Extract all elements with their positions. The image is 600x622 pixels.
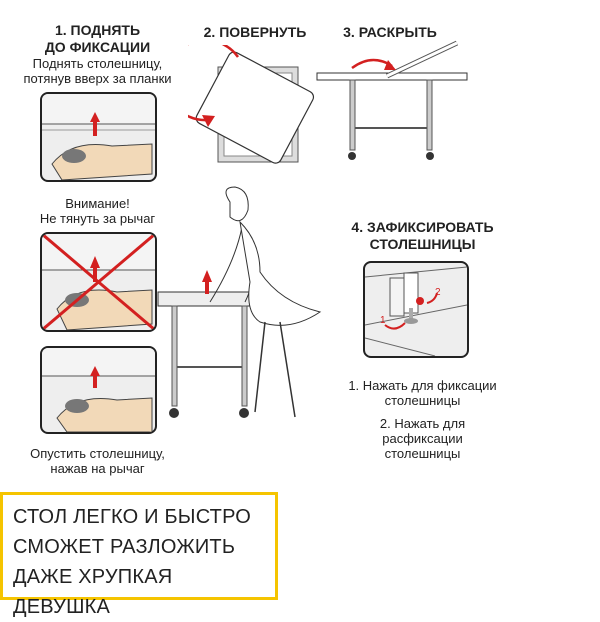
rotate-tabletop-illustration xyxy=(188,45,315,164)
step4-title-line1: 4. ЗАФИКСИРОВАТЬ xyxy=(351,219,494,235)
step4-note2: 2. Нажать для расфиксации столешницы xyxy=(330,416,515,461)
warning-text: Внимание! Не тянуть за рычаг xyxy=(10,196,185,226)
note1-line1: 1. Нажать для фиксации xyxy=(348,378,497,393)
note2-line1: 2. Нажать для xyxy=(379,416,466,431)
step1-desc-line2: потянув вверх за планки xyxy=(23,71,172,86)
up-arrow-icon xyxy=(202,270,212,294)
hand-lift-illustration xyxy=(42,94,155,180)
lower-panel xyxy=(40,346,157,434)
wrong-panel xyxy=(40,232,157,332)
lift-panel xyxy=(40,92,157,182)
hand-lever-wrong-illustration xyxy=(42,234,155,330)
lower-line1: Опустить столешницу, xyxy=(30,446,165,461)
callout-2: 2 xyxy=(435,287,441,298)
step4-title: 4. ЗАФИКСИРОВАТЬ СТОЛЕШНИЦЫ xyxy=(340,219,505,253)
callout-1: 1 xyxy=(380,315,386,326)
lower-line2: нажав на рычаг xyxy=(50,461,145,476)
hand-lever-press-illustration xyxy=(42,348,155,432)
lower-text: Опустить столешницу, нажав на рычаг xyxy=(10,446,185,476)
step3-title: 3. РАСКРЫТЬ xyxy=(343,24,437,40)
lock-mechanism-illustration: 2 1 xyxy=(365,266,467,356)
note2-line3: столешницы xyxy=(384,446,461,461)
step1-description: Поднять столешницу, потянув вверх за пла… xyxy=(10,56,185,86)
warning-line1: Внимание! xyxy=(65,196,130,211)
step1-title-line1: 1. ПОДНЯТЬ xyxy=(54,22,141,38)
promo-line1: СТОЛ ЛЕГКО И БЫСТРО xyxy=(13,506,251,528)
note1-line2: столешницы xyxy=(384,393,461,408)
step4-note1: 1. Нажать для фиксации столешницы xyxy=(330,378,515,408)
lock-panel: 2 1 xyxy=(363,261,469,358)
note2-line2: расфиксации xyxy=(382,431,463,446)
unfold-table-illustration xyxy=(316,40,468,160)
up-arrow-icon xyxy=(90,366,100,388)
step4-title-line2: СТОЛЕШНИЦЫ xyxy=(369,236,476,252)
promo-line3: ДАЖЕ ХРУПКАЯ ДЕВУШКА xyxy=(13,566,173,618)
step2-title: 2. ПОВЕРНУТЬ xyxy=(203,24,307,40)
step1-title: 1. ПОДНЯТЬ ДО ФИКСАЦИИ xyxy=(20,22,175,56)
woman-lifting-table-illustration xyxy=(157,186,322,418)
promo-box: СТОЛ ЛЕГКО И БЫСТРО СМОЖЕТ РАЗЛОЖИТЬ ДАЖ… xyxy=(0,492,278,618)
step1-desc-line1: Поднять столешницу, xyxy=(32,56,163,71)
warning-line2: Не тянуть за рычаг xyxy=(39,211,156,226)
step1-title-line2: ДО ФИКСАЦИИ xyxy=(44,39,151,55)
up-arrow-icon xyxy=(90,112,100,136)
promo-line2: СМОЖЕТ РАЗЛОЖИТЬ xyxy=(13,536,236,558)
up-arrow-icon xyxy=(90,256,100,282)
